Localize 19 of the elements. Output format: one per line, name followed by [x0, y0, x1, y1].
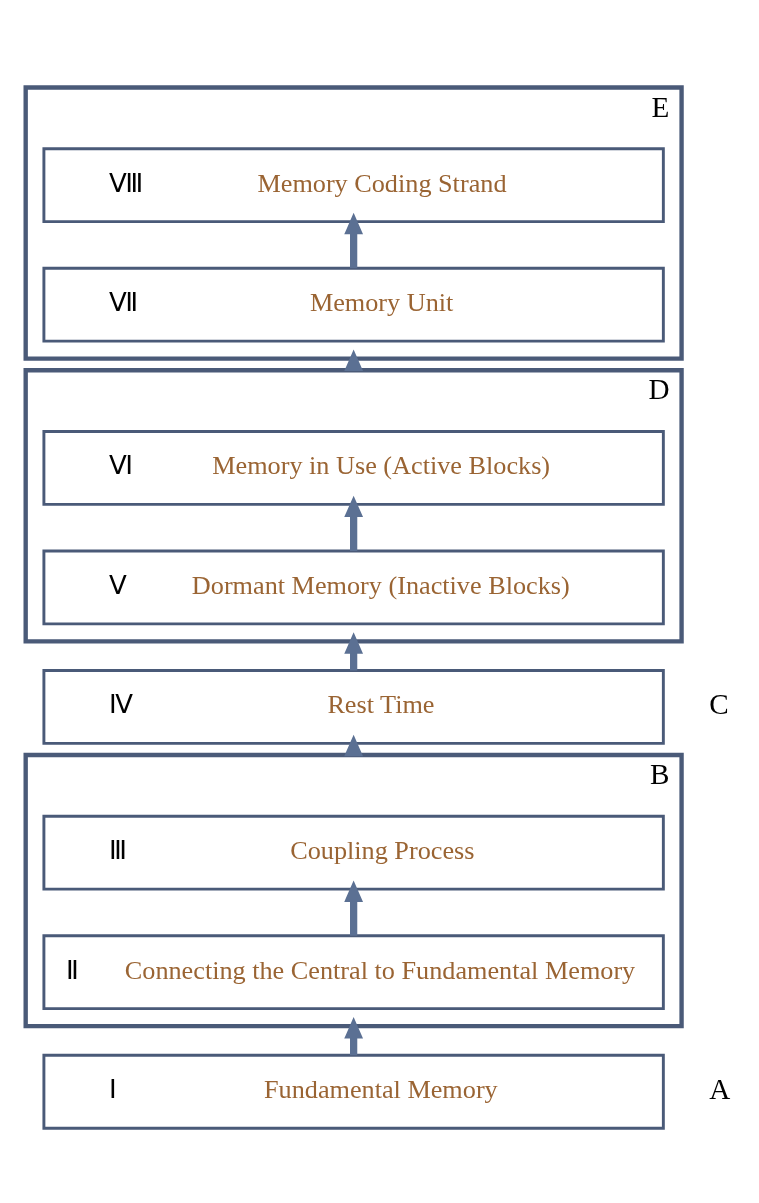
node-box: Ⅴ Dormant Memory (Inactive Blocks) — [42, 549, 665, 625]
arrow — [344, 631, 364, 670]
node-box: Ⅰ Fundamental Memory — [42, 1053, 665, 1130]
node-label: E — [651, 90, 670, 123]
arrow — [344, 879, 364, 936]
node-box: Ⅵ Memory in Use (Active Blocks) — [42, 429, 665, 506]
arrow — [344, 212, 364, 268]
node-box: Ⅲ Coupling Process — [42, 814, 665, 891]
node-box: Ⅷ Memory Coding Strand — [42, 146, 665, 223]
node-label: C — [709, 687, 729, 720]
node-box: Ⅳ Rest Time — [42, 668, 665, 745]
cluster — [23, 84, 684, 361]
arrow — [344, 1016, 364, 1055]
node-label: B — [649, 757, 670, 790]
node-box: Ⅶ Memory Unit — [42, 266, 665, 343]
arrow — [344, 495, 364, 551]
node-label: A — [709, 1072, 731, 1105]
node-box: Ⅱ Connecting the Central to Fundamental Memory — [42, 933, 665, 1010]
node-label: D — [648, 372, 670, 405]
